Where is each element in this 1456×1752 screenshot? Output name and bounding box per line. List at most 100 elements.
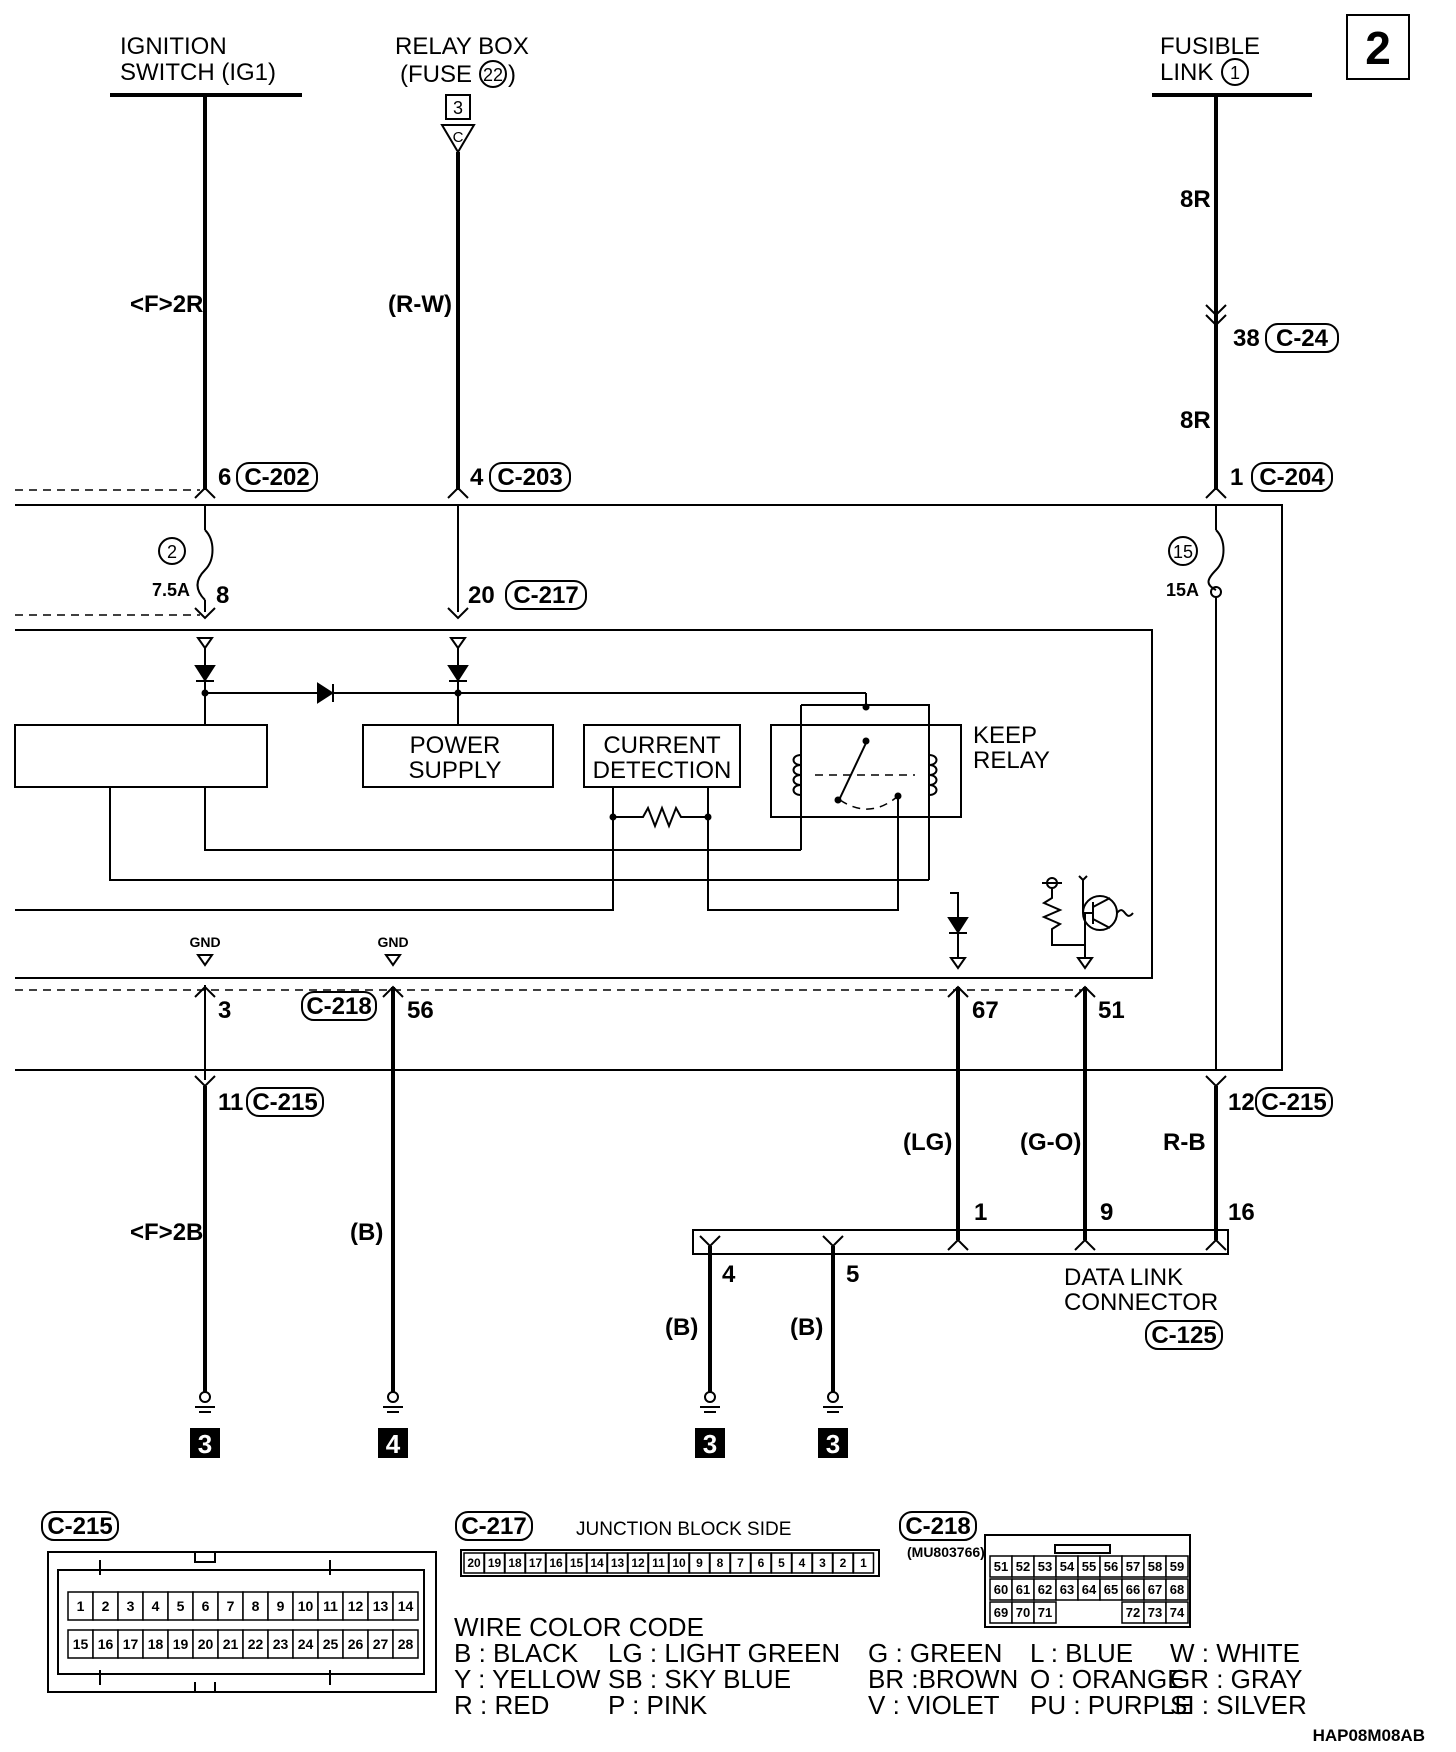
c218-pin-60: 60 [994,1582,1008,1597]
relay-box-arrow-icon [440,124,476,154]
wire-label-dlc4: (B) [665,1314,698,1341]
c215-pin-19: 19 [173,1636,189,1652]
power-supply-label-2: SUPPLY [409,757,502,784]
link-1-circle [1221,58,1249,86]
keep-relay-contact-a [862,737,870,745]
wire-color-code-entry: GR : GRAY [1170,1664,1302,1694]
pin-67-inner-arrow [949,957,967,970]
c215-pin-11: 11 [323,1598,338,1614]
c204-ref: C-204 [1259,464,1325,491]
diode-67-icon [947,917,969,934]
c218-pin-70: 70 [1016,1605,1030,1620]
c218-pin-63: 63 [1060,1582,1074,1597]
c215-pin-8: 8 [252,1598,260,1614]
c217-pin-7: 7 [737,1556,744,1570]
gnd-b-arrow [384,954,402,967]
c215-title-box [41,1511,119,1541]
c215-pin-2: 2 [102,1598,110,1614]
relay-box-label-end: ) [508,61,516,88]
keep-relay-frame [800,704,930,880]
c215-pin-10-cell [292,1591,319,1621]
pin-56: 56 [407,997,434,1024]
c218-pin-67: 67 [1148,1582,1162,1597]
c217-face [460,1549,880,1577]
c215-pin-14-cell [392,1591,419,1621]
c218-pin-57: 57 [1126,1559,1140,1574]
c215b-ref-box [1255,1087,1333,1117]
pin-4: 4 [470,464,484,491]
ignition-label-1: IGNITION [120,33,227,60]
pin-3-arrow [194,985,216,998]
c215-pin-20: 20 [198,1636,214,1652]
c218-pin-61: 61 [1016,1582,1030,1597]
c218-pin-59-cell [1165,1555,1189,1578]
wire-label-relay-top: (R-W) [388,291,452,318]
c215-pin-13: 13 [373,1598,389,1614]
c215-pin-6: 6 [202,1598,210,1614]
c217-ref-box [505,580,587,610]
c215-pin-15: 15 [73,1636,89,1652]
c218-pin-56: 56 [1104,1559,1118,1574]
fuse-2-rating: 7.5A [152,580,190,600]
ground-symbol-4 [818,1391,848,1458]
c217-pin-2: 2 [840,1556,847,1570]
c215-pin-21: 21 [223,1636,239,1652]
c217-title-box [455,1511,533,1541]
wire-color-code-entry: Y : YELLOW [454,1664,601,1694]
wire-color-code-entry: P : PINK [608,1690,708,1720]
fuse-2-number: 2 [167,542,177,562]
c215-pin-23: 23 [273,1636,289,1652]
c217-pin-19: 19 [488,1556,502,1570]
c215-pin-26: 26 [348,1636,364,1652]
c202-ref: C-202 [244,464,309,491]
current-detection-block [583,724,741,788]
c125-ref-box [1145,1320,1223,1350]
dlc-pin-5-arrow [822,1235,844,1248]
pin-51-inner-arrow [1076,957,1094,970]
keep-relay-label-2: RELAY [973,747,1050,774]
control-block [14,724,268,788]
wire-control-to-coil [204,787,801,851]
figure-id: HAP08M08AB [1313,1726,1425,1745]
c215-pin-1-cell [67,1591,94,1621]
c215-pin-18: 18 [148,1636,164,1652]
c215-pin-1: 1 [77,1598,85,1614]
c202-ref-box [236,462,318,492]
module-pin-ig-arrow [196,637,214,650]
c218-pin-73: 73 [1148,1605,1162,1620]
keep-relay-label-1: KEEP [973,722,1037,749]
fuse-15-number: 15 [1173,542,1193,562]
dlc-label-1: DATA LINK [1064,1264,1183,1291]
c217-pin-8: 8 [717,1556,724,1570]
c215b-ref: C-215 [1261,1089,1326,1116]
c215-pin-24: 24 [298,1636,314,1652]
keep-relay-switch-arm [839,742,867,799]
pin-38: 38 [1233,325,1260,352]
c217-pin-9: 9 [696,1556,703,1570]
c217-subtitle: JUNCTION BLOCK SIDE [576,1519,791,1540]
c215-pin-22-cell [242,1629,269,1659]
dlc-pin-1: 1 [974,1199,987,1226]
ground-symbol-2 [378,1391,408,1458]
c215-pin-8-cell [242,1591,269,1621]
c215-pin-12-cell [342,1591,369,1621]
dlc-pin-16: 16 [1228,1199,1255,1226]
c215-pin-14: 14 [398,1598,414,1614]
fusible-link-label-2: LINK [1160,59,1213,86]
wire-label-lg: (LG) [903,1129,952,1156]
c215-pin-21-cell [217,1629,244,1659]
c218-ref: C-218 [306,993,371,1020]
c218-pin-59: 59 [1170,1559,1184,1574]
ground-2-ref: 4 [386,1429,401,1459]
fusible-link-label-1: FUSIBLE [1160,33,1260,60]
c203-ref-box [489,462,571,492]
wire-color-code-entry: SI : SILVER [1170,1690,1307,1720]
c217-pin-5: 5 [778,1556,785,1570]
relay-box-label-1: RELAY BOX [395,33,529,60]
pin-1-c204: 1 [1230,464,1243,491]
c217-pin-1: 1 [860,1556,867,1570]
